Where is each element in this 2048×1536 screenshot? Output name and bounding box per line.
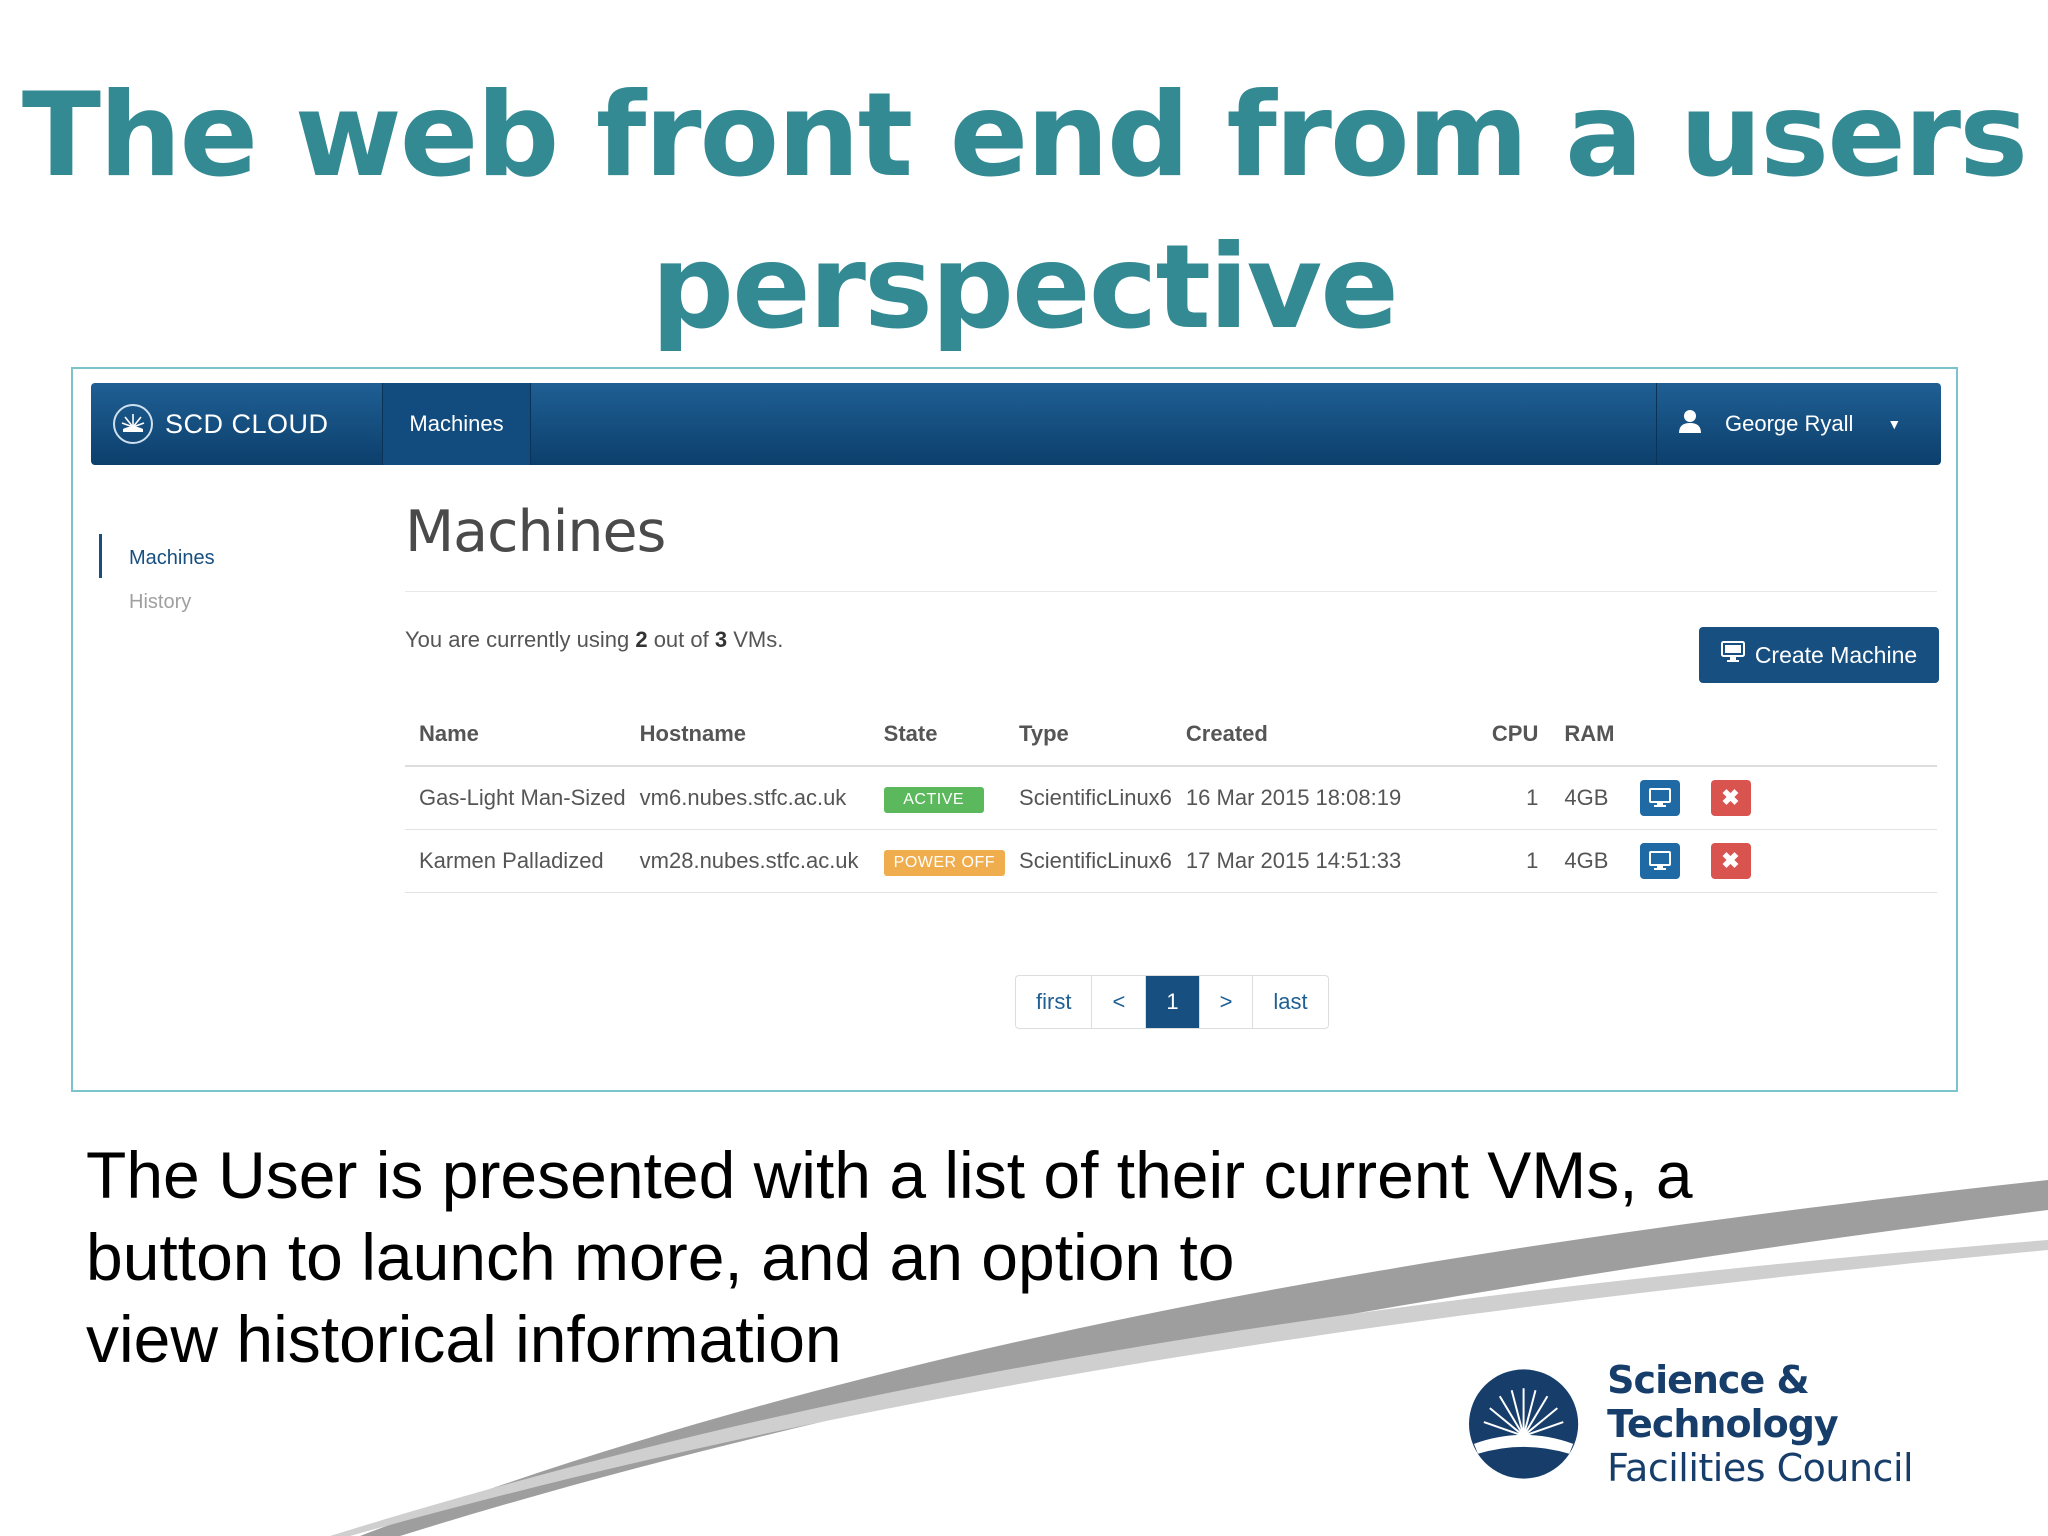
machines-table: Name Hostname State Type Created CPU RAM… [405,703,1937,893]
slide-title-line1: The web front end from a users [21,68,2028,203]
usage-suffix: VMs. [727,627,784,652]
col-name: Name [405,703,626,767]
status-badge: ACTIVE [883,786,984,813]
monitor-icon [1649,788,1672,807]
console-button[interactable] [1640,780,1681,816]
usage-middle: out of [647,627,715,652]
sidebar-item-machines[interactable]: Machines [99,534,215,585]
slide-title: The web front end from a users perspecti… [0,60,2048,364]
console-button[interactable] [1640,843,1681,879]
create-machine-button[interactable]: Create Machine [1699,627,1939,683]
pagination: first < 1 > last [1015,975,1329,1029]
col-created: Created [1171,703,1478,767]
stfc-wordmark: Science & Technology Facilities Council [1607,1358,2048,1490]
nav-tab-machines[interactable]: Machines [383,383,531,465]
monitor-icon [1649,851,1672,870]
navbar-spacer [531,383,1656,465]
user-menu[interactable]: George Ryall ▼ [1656,383,1941,465]
x-icon: ✖ [1721,848,1740,873]
page-current[interactable]: 1 [1145,976,1199,1028]
brand[interactable]: SCD CLOUD [91,383,383,465]
table-header-row: Name Hostname State Type Created CPU RAM [405,703,1937,767]
usage-used: 2 [635,627,648,652]
stfc-line1: Science & Technology [1607,1358,1838,1446]
vm-type: ScientificLinux6 [1005,766,1172,830]
slide-title-line2: perspective [651,220,1399,355]
vm-type: ScientificLinux6 [1005,829,1172,893]
vm-ram: 4GB [1550,766,1627,830]
stfc-line2: Facilities Council [1607,1446,1914,1490]
sidebar-item-history[interactable]: History [129,591,192,613]
slide-caption: The User is presented with a list of the… [86,1134,1886,1380]
x-icon: ✖ [1721,785,1740,810]
table-row: Gas-Light Man-Sized vm6.nubes.stfc.ac.uk… [405,766,1937,830]
heading-divider [405,591,1937,592]
usage-prefix: You are currently using [405,627,636,652]
vm-actions: ✖ [1626,766,1937,830]
vm-hostname: vm28.nubes.stfc.ac.uk [625,829,870,893]
vm-ram: 4GB [1550,829,1627,893]
page-next[interactable]: > [1198,976,1253,1028]
col-cpu: CPU [1477,703,1551,767]
page-first[interactable]: first [1036,989,1072,1014]
vm-cpu: 1 [1477,766,1551,830]
vm-created: 16 Mar 2015 18:08:19 [1171,766,1478,830]
stfc-logo: Science & Technology Facilities Council [1468,1358,2048,1490]
caption-line3: view historical information [86,1302,842,1376]
status-badge: POWER OFF [883,849,1006,876]
monitor-icon [1720,641,1745,669]
page-prev[interactable]: < [1091,976,1145,1028]
user-name: George Ryall [1725,411,1854,436]
vm-hostname: vm6.nubes.stfc.ac.uk [625,766,870,830]
caption-line2: button to launch more, and an option to [86,1220,1235,1294]
caret-down-icon: ▼ [1887,416,1902,432]
user-icon [1679,409,1701,439]
col-state: State [869,703,1006,767]
col-ram: RAM [1550,703,1627,767]
vm-cpu: 1 [1477,829,1551,893]
delete-button[interactable]: ✖ [1710,780,1751,816]
usage-total: 3 [714,627,728,652]
sunburst-logo-icon [113,404,153,444]
top-navbar: SCD CLOUD Machines George Ryall ▼ [91,383,1941,465]
page-last[interactable]: last [1252,976,1327,1028]
sidebar: Machines History [99,534,215,629]
page-title: Machines [405,499,666,565]
app-screenshot: SCD CLOUD Machines George Ryall ▼ Machin… [71,367,1958,1092]
col-type: Type [1005,703,1172,767]
vm-name: Karmen Palladized [405,829,626,893]
usage-text: You are currently using 2 out of 3 VMs. [405,627,783,653]
vm-created: 17 Mar 2015 14:51:33 [1171,829,1478,893]
col-hostname: Hostname [625,703,870,767]
caption-line1: The User is presented with a list of the… [86,1138,1693,1212]
delete-button[interactable]: ✖ [1710,843,1751,879]
table-row: Karmen Palladized vm28.nubes.stfc.ac.uk … [405,829,1937,893]
vm-actions: ✖ [1626,829,1937,893]
vm-state-cell: ACTIVE [869,766,1006,830]
brand-name: SCD CLOUD [165,408,329,439]
stfc-sunburst-icon [1468,1369,1579,1479]
create-machine-label: Create Machine [1754,641,1918,668]
col-actions [1626,703,1937,767]
vm-state-cell: POWER OFF [869,829,1006,893]
vm-name: Gas-Light Man-Sized [405,766,626,830]
